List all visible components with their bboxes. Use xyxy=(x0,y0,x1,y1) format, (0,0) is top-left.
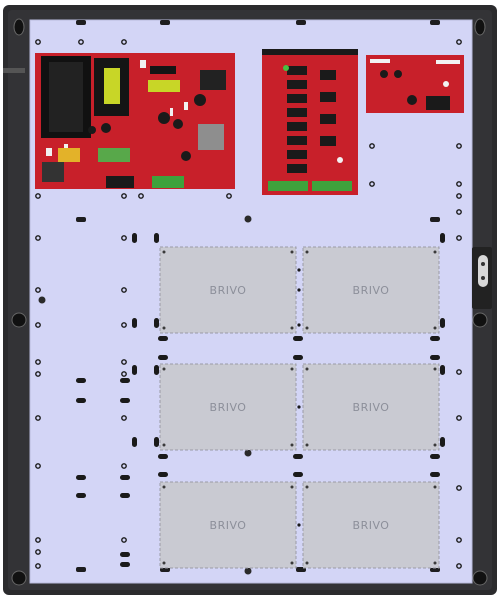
slot-corner-dot xyxy=(433,250,437,254)
brivo-module-slot[interactable]: BRIVO xyxy=(159,363,297,451)
mount-dot xyxy=(297,523,301,527)
slot-label: BRIVO xyxy=(353,284,390,297)
slot-corner-dot xyxy=(305,326,309,330)
slot-label: BRIVO xyxy=(353,401,390,414)
slot-corner-dot xyxy=(433,367,437,371)
slot-outline xyxy=(302,246,440,334)
slot-outline xyxy=(159,481,297,569)
relay-board xyxy=(262,49,358,195)
slot-label: BRIVO xyxy=(210,284,247,297)
slot-corner-dot xyxy=(162,250,166,254)
slot-corner-dot xyxy=(290,561,294,565)
slot-outline xyxy=(159,246,297,334)
slot-corner-dot xyxy=(305,443,309,447)
slot-outline xyxy=(159,363,297,451)
slot-corner-dot xyxy=(162,326,166,330)
keyhole-icon xyxy=(11,18,488,586)
slot-corner-dot xyxy=(290,443,294,447)
power-supply-board xyxy=(35,53,235,189)
slot-label: BRIVO xyxy=(210,519,247,532)
slot-corner-dot xyxy=(162,561,166,565)
slot-label: BRIVO xyxy=(210,401,247,414)
mount-dot xyxy=(297,268,301,272)
brivo-module-slot[interactable]: BRIVO xyxy=(302,363,440,451)
slot-corner-dot xyxy=(162,443,166,447)
slot-corner-dot xyxy=(433,326,437,330)
slot-corner-dot xyxy=(433,485,437,489)
mount-dot xyxy=(297,288,301,292)
brivo-module-slot[interactable]: BRIVO xyxy=(159,481,297,569)
slot-corner-dot xyxy=(305,485,309,489)
mount-dot xyxy=(297,323,301,327)
cam-lock-icon xyxy=(478,255,488,287)
slot-corner-dot xyxy=(290,485,294,489)
mount-dot xyxy=(297,405,301,409)
slot-outline xyxy=(302,363,440,451)
brivo-module-slot[interactable]: BRIVO xyxy=(159,246,297,334)
slot-corner-dot xyxy=(305,367,309,371)
slot-corner-dot xyxy=(162,367,166,371)
slot-corner-dot xyxy=(433,443,437,447)
slot-outline xyxy=(302,481,440,569)
small-controller-board xyxy=(366,55,464,113)
slot-label: BRIVO xyxy=(353,519,390,532)
brivo-module-slot[interactable]: BRIVO xyxy=(302,246,440,334)
slot-corner-dot xyxy=(290,250,294,254)
slot-corner-dot xyxy=(162,485,166,489)
slot-corner-dot xyxy=(305,250,309,254)
slot-corner-dot xyxy=(290,367,294,371)
slot-corner-dot xyxy=(305,561,309,565)
slot-corner-dot xyxy=(433,561,437,565)
slot-corner-dot xyxy=(290,326,294,330)
brivo-module-slot[interactable]: BRIVO xyxy=(302,481,440,569)
